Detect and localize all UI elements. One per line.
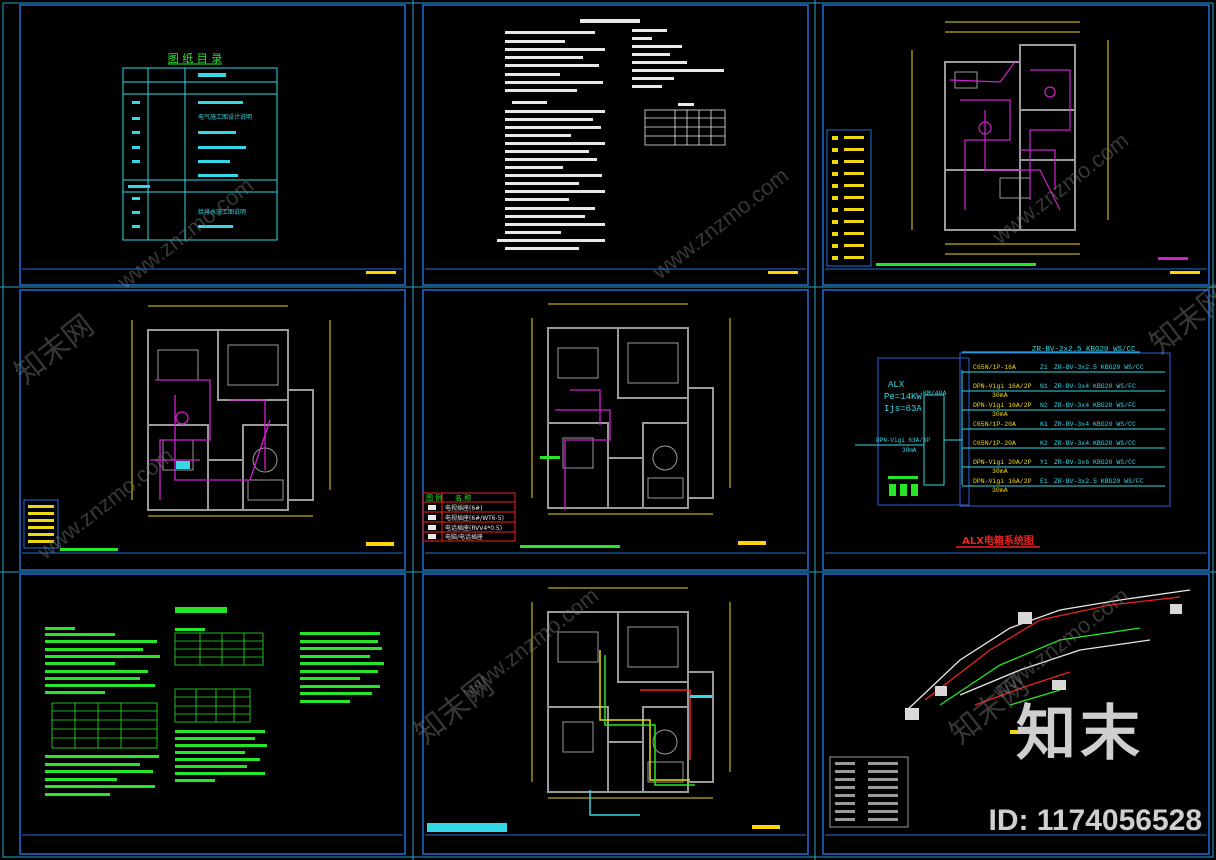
legend-row-tv: 电视插座(6#) bbox=[445, 504, 483, 512]
title-stamps bbox=[366, 271, 1200, 829]
legend-row-phone: 电话插座(RVV4*0.5) bbox=[445, 524, 502, 532]
sheet-index: 图 纸 目 录 电气 bbox=[122, 52, 278, 241]
circuit-cable: ZR-BV-3x6 KBG20 WS/CC bbox=[1054, 459, 1136, 466]
watermark-site: www.znzmo.com bbox=[32, 443, 178, 565]
circuit-id: N2 bbox=[1040, 402, 1048, 409]
incoming-breaker: DPN-Vigi 63A/3P bbox=[876, 437, 930, 444]
circuit-breaker: DPN-Vigi 20A/2P bbox=[973, 459, 1032, 466]
panel-name: ALX bbox=[888, 380, 905, 390]
index-rows bbox=[128, 73, 246, 228]
legend-box: 图 例 名 称 电视插座(6#) 电视插座(6#/WT6-5) 电话插座(RVV… bbox=[422, 492, 516, 542]
sheet-water-plan bbox=[427, 587, 731, 832]
sheet-material-notes bbox=[45, 607, 384, 796]
circuit-cable: ZR-BV-3x2.5 KBG20 WS/FC bbox=[1054, 478, 1144, 485]
legend-row-data-phone: 电脑/电话插座 bbox=[445, 533, 483, 541]
watermark-site: www.znzmo.com bbox=[647, 163, 793, 285]
watermark-brand: 知末网 bbox=[408, 668, 500, 751]
index-title: 图 纸 目 录 bbox=[168, 52, 223, 65]
sheet-design-notes bbox=[497, 19, 726, 250]
circuit-rcd: 30mA bbox=[992, 487, 1008, 494]
sheet-weak-current-plan: 图 例 名 称 电视插座(6#) 电视插座(6#/WT6-5) 电话插座(RVV… bbox=[422, 303, 731, 548]
legend-row-tv-cable: 电视插座(6#/WT6-5) bbox=[445, 514, 504, 522]
panel-ijs: Ijs=63A bbox=[884, 404, 922, 414]
feeder-label: ZR-BV-2x2.5 KBG20 WS/CC bbox=[1032, 346, 1136, 354]
legend-header-symbol: 图 例 bbox=[426, 493, 442, 502]
circuit-id: K2 bbox=[1040, 440, 1048, 447]
system-caption: ALX电箱系统图 bbox=[962, 534, 1034, 547]
circuit-id: K1 bbox=[1040, 421, 1048, 428]
circuit-cable: ZR-BV-3x4 KBG20 WS/FC bbox=[1054, 402, 1136, 409]
circuit-id: Z1 bbox=[1040, 364, 1048, 371]
index-row-design-notes: 电气施工图设计说明 bbox=[198, 113, 252, 121]
sheet-pipe-isometric bbox=[829, 589, 1191, 828]
circuit-breaker: DPN-Vigi 16A/2P bbox=[973, 383, 1032, 390]
circuit-cable: ZR-BV-3x2.5 KBG20 WS/CC bbox=[1054, 364, 1144, 371]
socket-legend bbox=[23, 499, 59, 549]
watermark-logo: 知末 bbox=[1016, 699, 1144, 769]
main-switch: KM/40A bbox=[923, 390, 947, 397]
sheet-frames bbox=[19, 4, 1210, 855]
incoming-rcd: 30mA bbox=[902, 447, 917, 454]
sheet-distribution-system: ZR-BV-2x2.5 KBG20 WS/CC ALX Pe=14KW Ijs=… bbox=[855, 346, 1171, 548]
sheet-socket-plan bbox=[23, 305, 331, 551]
index-row-plumbing-notes: 给排水施工图说明 bbox=[198, 208, 246, 216]
pipe-legend bbox=[829, 756, 909, 828]
watermark-id: ID: 1174056528 bbox=[988, 804, 1202, 837]
circuit-rcd: 30mA bbox=[992, 468, 1008, 475]
panel-pe: Pe=14KW bbox=[884, 392, 922, 402]
circuit-rcd: 30mA bbox=[992, 392, 1008, 399]
title-strips bbox=[22, 268, 1207, 836]
circuit-id: Y1 bbox=[1040, 459, 1048, 466]
circuit-breaker: DPN-Vigi 16A/2P bbox=[973, 478, 1032, 485]
sheet-lighting-plan bbox=[826, 21, 1188, 267]
circuit-cable: ZR-BV-3x4 KBG20 WS/CC bbox=[1054, 421, 1136, 428]
circuit-id: E1 bbox=[1040, 478, 1048, 485]
lighting-legend bbox=[826, 129, 872, 267]
circuit-cable: ZR-BV-3x4 KBG20 WS/FC bbox=[1054, 383, 1136, 390]
circuit-breaker: C65N/1P-20A bbox=[973, 421, 1016, 428]
circuit-rcd: 30mA bbox=[992, 411, 1008, 418]
circuit-breaker: C65N/1P-16A bbox=[973, 364, 1016, 371]
circuit-rows: C65N/1P-16A DPN-Vigi 16A/2P DPN-Vigi 16A… bbox=[962, 364, 1165, 494]
legend-header-name: 名 称 bbox=[455, 493, 471, 502]
watermark-site: www.znzmo.com bbox=[987, 128, 1133, 250]
circuit-breaker: DPN-Vigi 16A/2P bbox=[973, 402, 1032, 409]
circuit-breaker: C65N/1P-20A bbox=[973, 440, 1016, 447]
watermark-brand: 知末网 bbox=[8, 308, 100, 391]
circuit-cable: ZR-BV-3x4 KBG20 WS/CC bbox=[1054, 440, 1136, 447]
circuit-id: N1 bbox=[1040, 383, 1048, 390]
watermark-brand: 知末网 bbox=[1143, 278, 1216, 361]
